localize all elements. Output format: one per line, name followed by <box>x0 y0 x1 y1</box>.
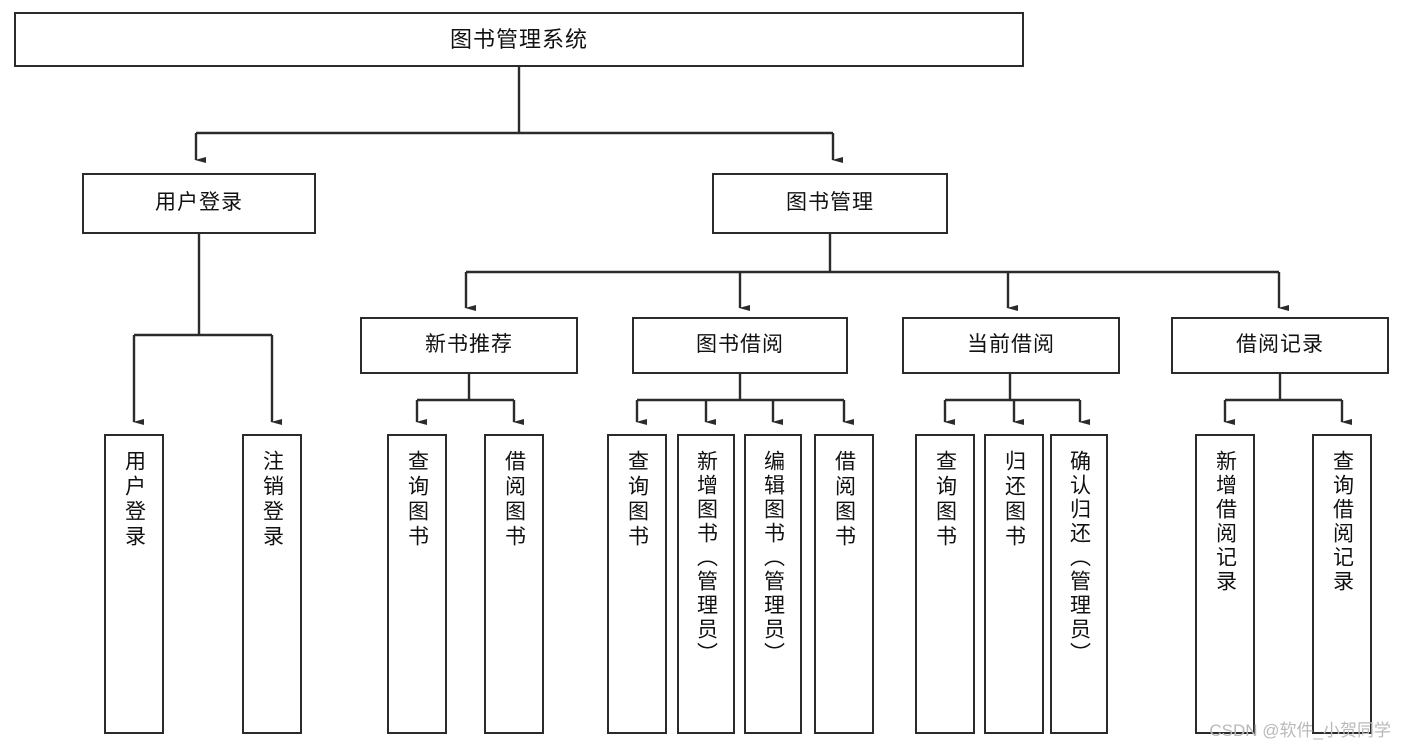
node-label: 归还图书 <box>1002 450 1026 550</box>
leaf-query-record[interactable]: 查询借阅记录 <box>1312 434 1372 734</box>
leaf-query-book-1[interactable]: 查询图书 <box>387 434 447 734</box>
leaf-add-record[interactable]: 新增借阅记录 <box>1195 434 1255 734</box>
node-label: 用户登录 <box>122 450 146 550</box>
node-label: 借阅图书 <box>832 450 856 550</box>
node-label: 用户登录 <box>155 191 243 215</box>
leaf-borrow-book-2[interactable]: 借阅图书 <box>814 434 874 734</box>
leaf-borrow-book-1[interactable]: 借阅图书 <box>484 434 544 734</box>
node-label: 当前借阅 <box>967 333 1055 357</box>
node-new-book-recommend[interactable]: 新书推荐 <box>360 317 578 374</box>
node-label: 图书管理 <box>786 191 874 215</box>
node-label: 查询图书 <box>625 450 649 550</box>
leaf-logout[interactable]: 注销登录 <box>242 434 302 734</box>
node-label: 新增借阅记录 <box>1213 450 1237 594</box>
leaf-query-book-2[interactable]: 查询图书 <box>607 434 667 734</box>
node-label: 确认归还（管理员） <box>1067 450 1091 666</box>
node-book-management[interactable]: 图书管理 <box>712 173 948 234</box>
node-label: 注销登录 <box>260 450 284 550</box>
node-current-borrow[interactable]: 当前借阅 <box>902 317 1120 374</box>
node-label: 查询借阅记录 <box>1330 450 1354 594</box>
node-label: 图书管理系统 <box>449 26 588 52</box>
node-label: 新增图书（管理员） <box>694 450 718 666</box>
csdn-watermark: CSDN @软件_小贺同学 <box>1209 721 1391 740</box>
node-label: 编辑图书（管理员） <box>761 450 785 666</box>
node-book-borrow[interactable]: 图书借阅 <box>632 317 848 374</box>
leaf-edit-book[interactable]: 编辑图书（管理员） <box>744 434 802 734</box>
node-label: 查询图书 <box>933 450 957 550</box>
node-label: 新书推荐 <box>425 333 513 357</box>
node-user-login[interactable]: 用户登录 <box>82 173 316 234</box>
node-label: 图书借阅 <box>696 333 784 357</box>
node-borrow-record[interactable]: 借阅记录 <box>1171 317 1389 374</box>
leaf-add-book[interactable]: 新增图书（管理员） <box>677 434 735 734</box>
leaf-user-login[interactable]: 用户登录 <box>104 434 164 734</box>
node-label: 查询图书 <box>405 450 429 550</box>
node-label: 借阅记录 <box>1236 333 1324 357</box>
leaf-confirm-return[interactable]: 确认归还（管理员） <box>1050 434 1108 734</box>
node-label: 借阅图书 <box>502 450 526 550</box>
leaf-return-book[interactable]: 归还图书 <box>984 434 1044 734</box>
node-root-system[interactable]: 图书管理系统 <box>14 12 1024 67</box>
leaf-query-book-3[interactable]: 查询图书 <box>915 434 975 734</box>
